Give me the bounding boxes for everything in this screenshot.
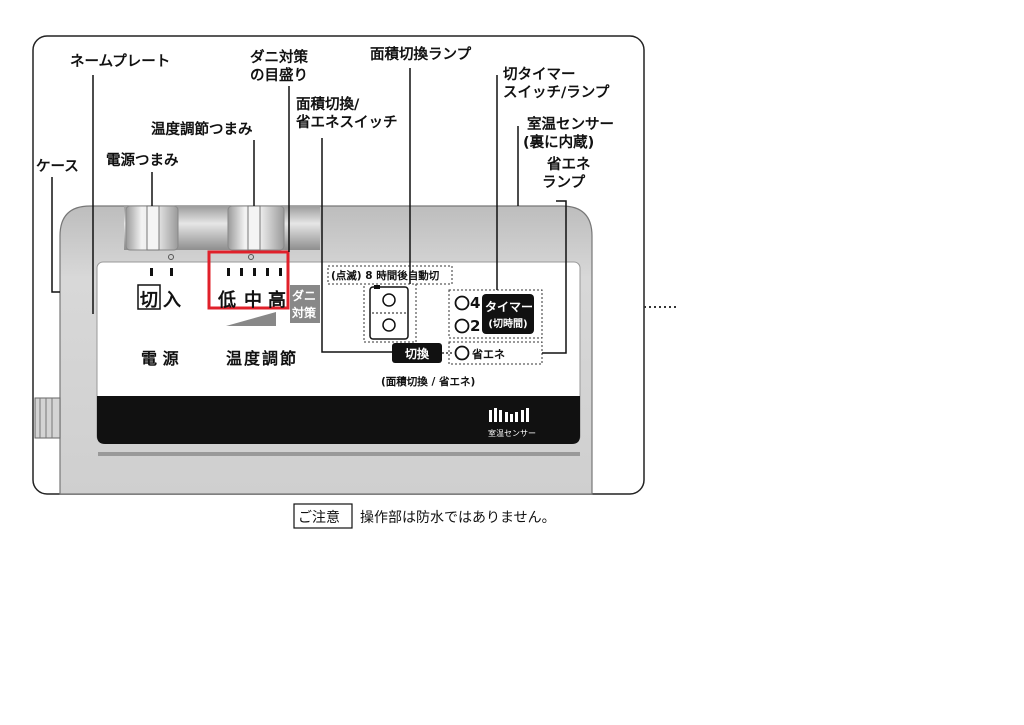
sensor-small-label: 室温センサー (488, 429, 536, 438)
sensor-band (97, 396, 580, 444)
label-area-lamp: 面積切換ランプ (370, 47, 472, 63)
mite-badge-line2: 対策 (292, 306, 317, 320)
mite-scale-highlight (207, 250, 290, 310)
label-power-knob: 電源つまみ (106, 153, 179, 169)
timer-2-label: 2 (470, 317, 481, 335)
label-mite-scale-line2: の目盛り (250, 68, 308, 84)
auto-off-note: (点滅) 8 時間後自動切 (331, 270, 440, 282)
label-eco-lamp-line2: ランプ (542, 175, 586, 191)
timer-button-label: タイマー (485, 300, 534, 314)
power-on-mark: 入 (163, 290, 181, 311)
label-area-switch-line1: 面積切換/ (296, 97, 360, 113)
caution-badge-box (293, 503, 353, 529)
label-case: ケース (36, 159, 79, 175)
switch-button-label: 切換 (404, 347, 429, 361)
label-name-plate: ネームプレート (70, 54, 171, 70)
mite-badge-line1: ダニ (292, 289, 317, 303)
caution-badge: ご注意 (298, 510, 340, 526)
switch-button (392, 343, 442, 363)
label-mite-scale-line1: ダニ対策 (250, 50, 308, 66)
label-sensor-line2: (裏に内蔵) (523, 135, 595, 151)
caution-text: 操作部は防水ではありません。 (360, 510, 556, 526)
timer-button-sublabel: (切時間) (488, 319, 528, 330)
temp-high-mark: 高 (268, 290, 286, 311)
label-sensor-line1: 室温センサー (527, 117, 614, 133)
label-temp-knob: 温度調節つまみ (151, 122, 253, 138)
label-eco-lamp-line1: 省エネ (547, 157, 591, 173)
label-timer-line2: スイッチ/ランプ (503, 85, 610, 101)
temp-low-mark: 低 (218, 290, 236, 311)
timer-button (482, 294, 534, 334)
sensor-icon (489, 408, 529, 422)
eco-lamp-label: 省エネ (472, 348, 505, 361)
temp-mid-mark: 中 (244, 290, 262, 311)
side-connector (34, 397, 61, 439)
label-area-switch-line2: 省エネスイッチ (296, 115, 398, 131)
power-caption: 電 源 (141, 349, 179, 368)
power-off-mark: 切 (140, 290, 158, 311)
timer-4-label: 4 (470, 294, 481, 312)
switch-caption: (面積切換 / 省エネ) (381, 376, 476, 388)
label-timer-line1: 切タイマー (503, 67, 576, 83)
temp-caption: 温度調節 (226, 349, 299, 368)
